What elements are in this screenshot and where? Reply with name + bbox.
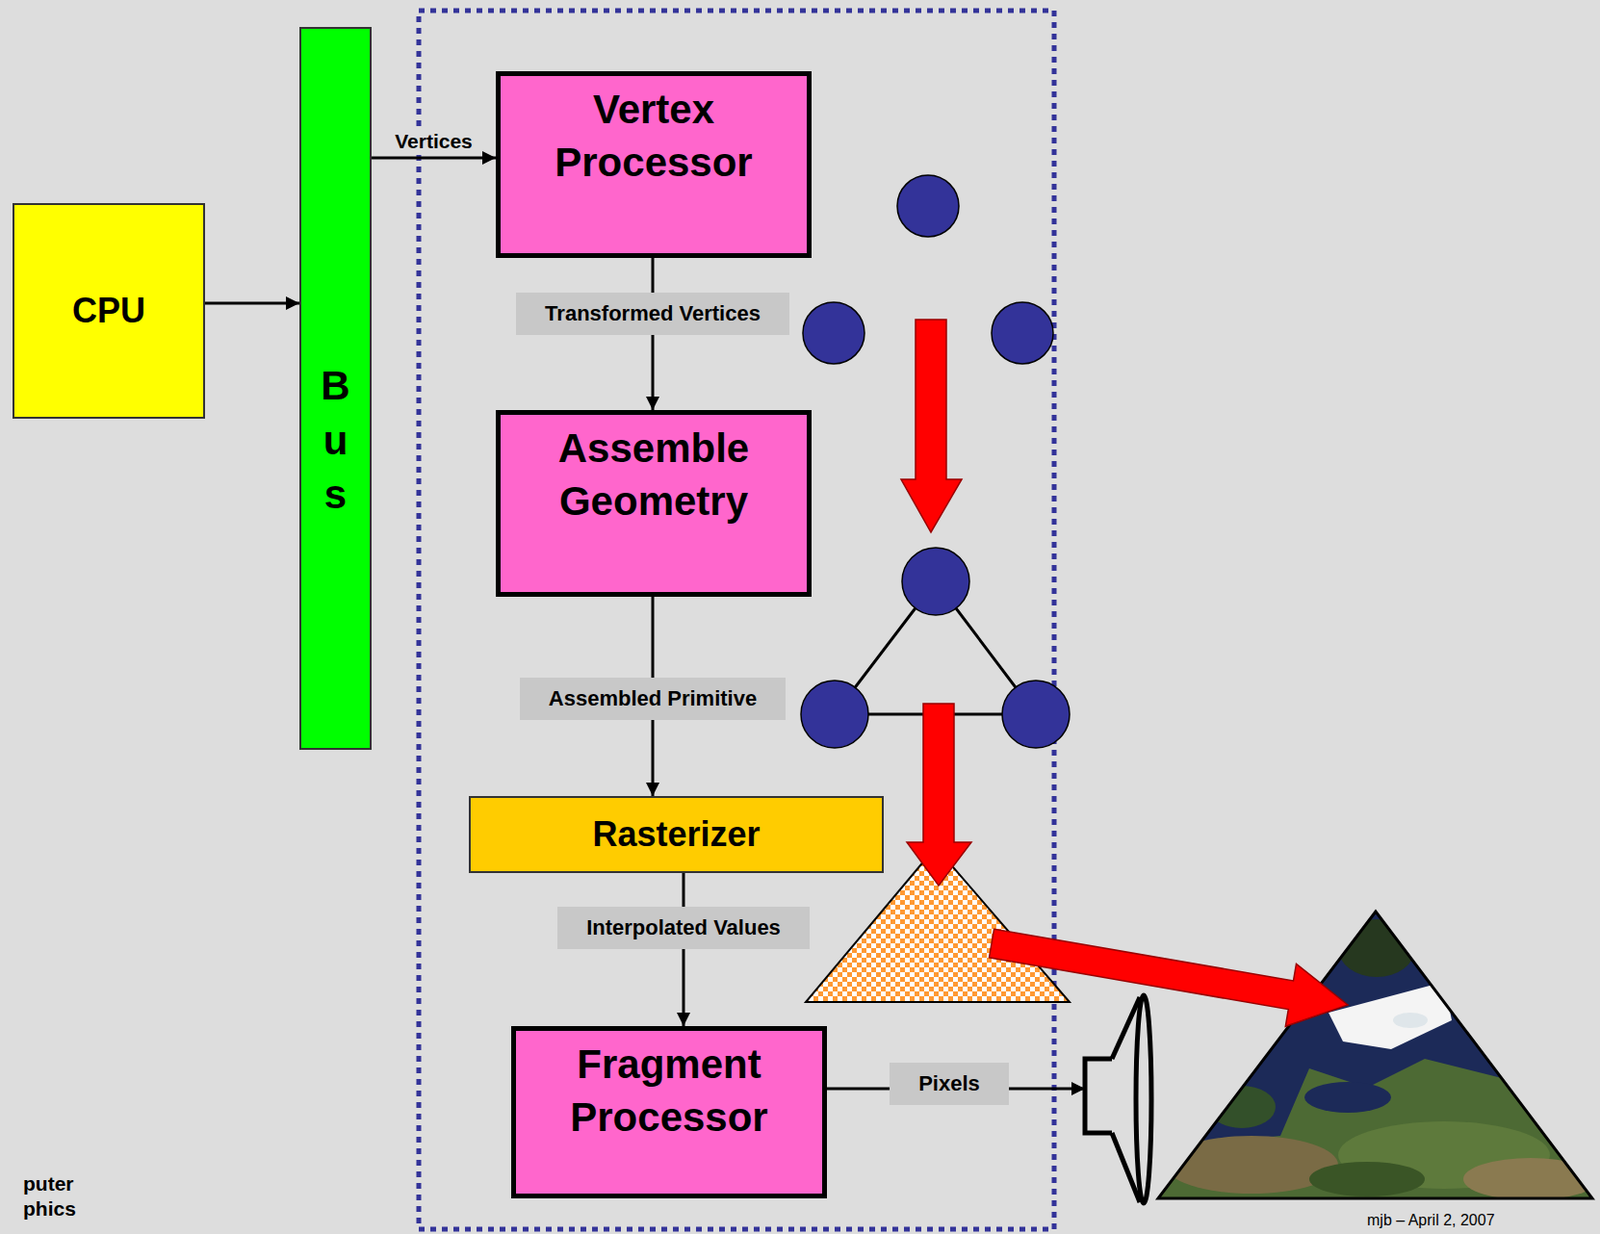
bus-bar: Bus — [299, 26, 372, 750]
triangle-outline — [1158, 911, 1593, 1199]
node-text: Rasterizer — [592, 814, 760, 855]
pixels-label: Pixels — [889, 1062, 1009, 1106]
gpu-region — [418, 10, 1055, 1230]
node-text: CPU — [72, 290, 146, 332]
process-box: Assemble Geometry — [495, 410, 812, 597]
vertex-dot — [991, 302, 1054, 364]
red-arrow — [901, 319, 962, 533]
vertex-dot — [1002, 680, 1070, 749]
vertex-dot — [800, 680, 869, 749]
node-text: Vertex Processor — [514, 83, 794, 189]
red-arrow — [906, 703, 972, 886]
cpu-box: CPU — [12, 203, 206, 419]
node-text: Assemble Geometry — [514, 422, 794, 528]
flow-arrow — [371, 156, 496, 160]
vertex-dot — [897, 175, 959, 237]
process-box: Vertex Processor — [495, 71, 812, 259]
display-symbol — [1084, 995, 1152, 1204]
footer-text: puter — [23, 1172, 75, 1196]
edge-label: Vertices — [391, 129, 476, 154]
vertex-dot — [902, 547, 970, 616]
process-arrows — [901, 319, 1348, 1027]
process-box: Fragment Processor — [511, 1026, 827, 1199]
edge-label: Assembled Primitive — [519, 677, 786, 721]
edge-label: Transformed Vertices — [516, 292, 790, 336]
flow-arrow — [682, 873, 686, 1027]
vertex-dot — [802, 302, 865, 364]
red-arrow — [989, 929, 1349, 1027]
node-text: Bus — [315, 359, 357, 523]
flow-arrow — [205, 302, 300, 306]
node-text: Fragment Processor — [529, 1038, 809, 1144]
textured-triangle — [1155, 904, 1599, 1204]
footer-text: phics — [23, 1197, 77, 1221]
author-date: mjb – April 2, 2007 — [1367, 1212, 1496, 1230]
edge-label: Interpolated Values — [557, 906, 810, 950]
rasterizer-box: Rasterizer — [468, 796, 884, 874]
